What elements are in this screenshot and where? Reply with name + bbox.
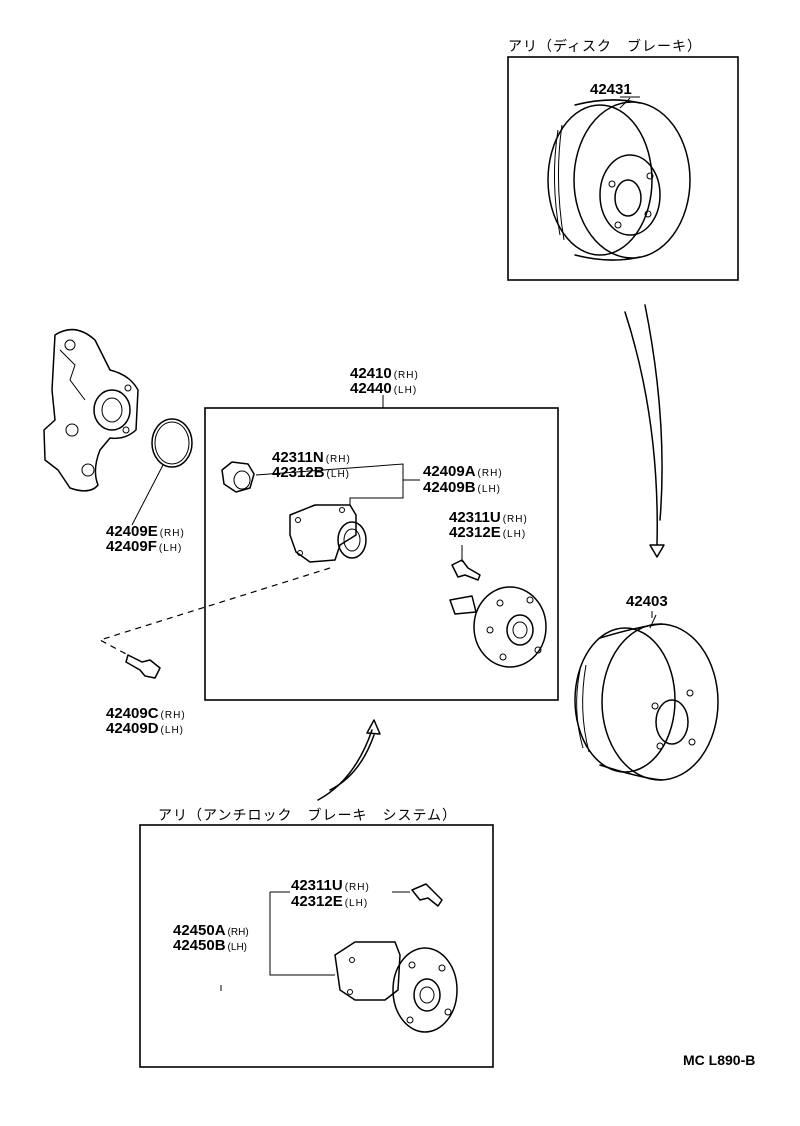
disc-brake-header: アリ（ディスク ブレーキ） xyxy=(508,39,703,55)
disc-rotor xyxy=(547,97,691,261)
hub-nut xyxy=(221,461,255,493)
hub-bolt xyxy=(451,559,481,581)
arrow-abs-to-hub xyxy=(317,729,373,801)
abs-box xyxy=(139,824,494,1068)
label-bolt-rh: 42311U(RH) xyxy=(449,509,528,526)
label-abs-hub-lh: 42450B(LH) xyxy=(173,937,247,954)
label-oring-lh: 42409F(LH) xyxy=(106,538,183,555)
label-drum: 42403 xyxy=(626,593,668,610)
label-oring-rh: 42409E(RH) xyxy=(106,523,185,540)
label-disc: 42431 xyxy=(590,81,632,98)
label-hub-assy-rh: 42410(RH) xyxy=(350,365,419,382)
label-hub-assy-lh: 42440(LH) xyxy=(350,380,418,397)
abs-hub xyxy=(334,941,458,1033)
abs-bolt xyxy=(411,883,443,907)
abs-header: アリ（アンチロック ブレーキ システム） xyxy=(158,808,458,824)
label-abs-bolt-rh: 42311U(RH) xyxy=(291,877,370,894)
label-kit-rh: 42409A(RH) xyxy=(423,463,503,480)
axle-hub xyxy=(449,586,547,668)
hub-assembly-box xyxy=(204,407,559,701)
bearing-housing xyxy=(289,504,367,563)
label-mount-bolt-lh: 42409D(LH) xyxy=(106,720,184,737)
footer-code: MC L890-B xyxy=(683,1052,756,1068)
label-nut-lh: 42312B(LH) xyxy=(272,464,350,481)
disc-brake-box xyxy=(507,56,739,281)
label-nut-rh: 42311N(RH) xyxy=(272,449,351,466)
label-mount-bolt-rh: 42409C(RH) xyxy=(106,705,186,722)
mounting-bolt xyxy=(125,654,161,679)
brake-drum xyxy=(574,614,719,781)
o-ring xyxy=(151,418,193,468)
label-abs-bolt-lh: 42312E(LH) xyxy=(291,893,369,910)
arrow-disc-to-drum xyxy=(624,311,658,546)
label-abs-hub-rh: 42450A(RH) xyxy=(173,922,249,939)
label-bolt-lh: 42312E(LH) xyxy=(449,524,527,541)
steering-knuckle xyxy=(43,328,139,492)
label-kit-lh: 42409B(LH) xyxy=(423,479,501,496)
